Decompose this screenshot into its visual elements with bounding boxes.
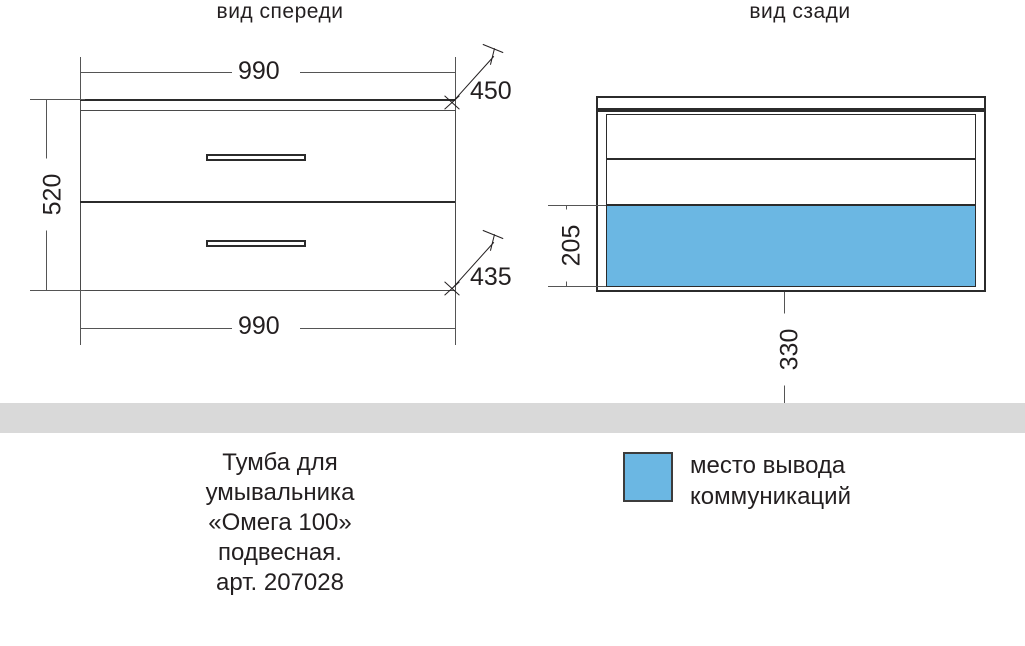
front-body-left-edge: [80, 110, 81, 290]
front-body-bottom-edge: [80, 290, 455, 291]
front-top-dim-line-right: [300, 72, 455, 73]
upper-drawer-handle: [206, 154, 306, 161]
front-drawer-divider: [80, 201, 455, 203]
front-depth-bottom-dimension: 435: [470, 263, 512, 291]
back-330-dim-line-lower: [784, 378, 785, 408]
front-bottom-dim-tick-right: [455, 305, 456, 345]
front-height-ext-top: [30, 99, 85, 100]
legend-line-2: коммуникаций: [690, 483, 851, 510]
front-top-dim-line-left: [80, 72, 240, 73]
caption-line-2: умывальника: [205, 479, 355, 506]
front-countertop-bottom-edge: [80, 110, 455, 111]
front-bottom-dim-line-right: [300, 328, 455, 329]
front-top-dim-tick-left: [80, 57, 81, 87]
front-width-top-dimension: 990: [232, 59, 286, 84]
communications-zone-fill: [607, 205, 975, 286]
front-bottom-dim-line-left: [80, 328, 240, 329]
caption-line-5: арт. 207028: [216, 569, 344, 596]
front-height-dim-line-bottom: [46, 228, 47, 290]
back-view-title: вид сзади: [749, 0, 851, 23]
lower-drawer-handle: [206, 240, 306, 247]
floor-bar: [0, 403, 1025, 433]
product-caption: Тумба для умывальника «Омега 100» подвес…: [80, 448, 480, 598]
back-blue-top-edge: [606, 204, 976, 206]
front-countertop-top-edge: [80, 99, 455, 101]
back-upper-divider: [606, 158, 976, 160]
front-body-right-edge: [455, 110, 456, 290]
back-countertop-strip: [596, 96, 986, 110]
front-height-dimension: 520: [39, 158, 67, 231]
back-205-ext-top: [548, 205, 606, 206]
front-height-ext-bottom: [30, 290, 85, 291]
front-bottom-dim-tick-left: [80, 305, 81, 345]
depth-435-x-tick: [442, 278, 462, 298]
legend-label: место вывода коммуникаций: [690, 450, 851, 512]
depth-450-x-tick: [442, 92, 462, 112]
legend-line-1: место вывода: [690, 452, 846, 479]
front-top-dim-tick-right: [455, 57, 456, 87]
front-width-bottom-dimension: 990: [232, 314, 286, 339]
back-floor-offset-dimension: 330: [776, 313, 804, 386]
caption-line-3: «Омега 100»: [208, 509, 352, 536]
communications-legend-swatch: [623, 452, 673, 502]
back-330-dim-line-upper: [784, 292, 785, 316]
front-depth-top-dimension: 450: [470, 77, 512, 105]
back-205-ext-bottom: [548, 286, 606, 287]
back-communication-height-dimension: 205: [558, 209, 586, 282]
front-height-dim-line-top: [46, 99, 47, 159]
front-view-title: вид спереди: [216, 0, 344, 23]
caption-line-4: подвесная.: [218, 539, 342, 566]
caption-line-1: Тумба для: [222, 449, 338, 476]
